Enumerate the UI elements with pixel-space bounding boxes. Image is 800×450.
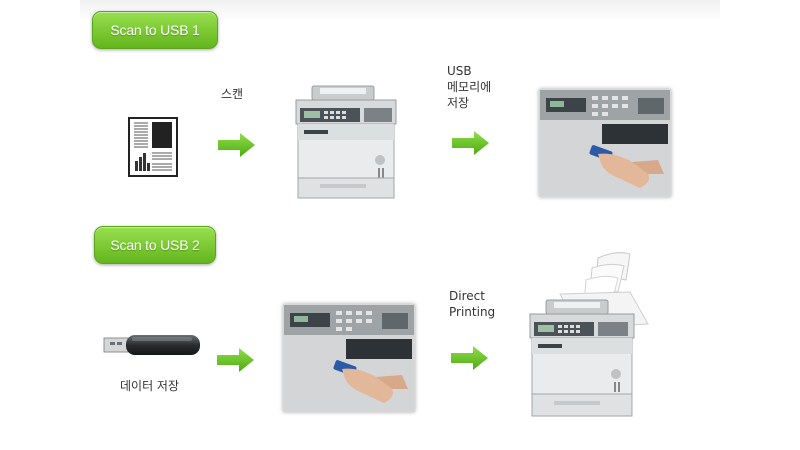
scan-to-usb-1-badge: Scan to USB 1 [92, 11, 218, 49]
arrow-right-icon [452, 131, 490, 155]
save-to-usb-label: USB 메모리에 저장 [447, 64, 492, 110]
arrow-right-icon [217, 348, 255, 372]
data-save-label: 데이터 저장 [120, 379, 180, 393]
top-fade [80, 0, 720, 22]
direct-printing-label: Direct Printing [449, 289, 496, 319]
scan-label: 스캔 [221, 87, 244, 101]
usb-insert-photo [539, 89, 671, 197]
arrow-right-icon [451, 346, 489, 370]
arrow-right-icon [218, 133, 256, 157]
scan-to-usb-2-badge: Scan to USB 2 [94, 226, 216, 264]
printer-printing-image [520, 246, 650, 430]
usb-stick-icon [102, 330, 202, 360]
document-icon [128, 117, 178, 177]
usb-insert-photo-2 [283, 304, 415, 412]
printer-image [290, 82, 402, 202]
